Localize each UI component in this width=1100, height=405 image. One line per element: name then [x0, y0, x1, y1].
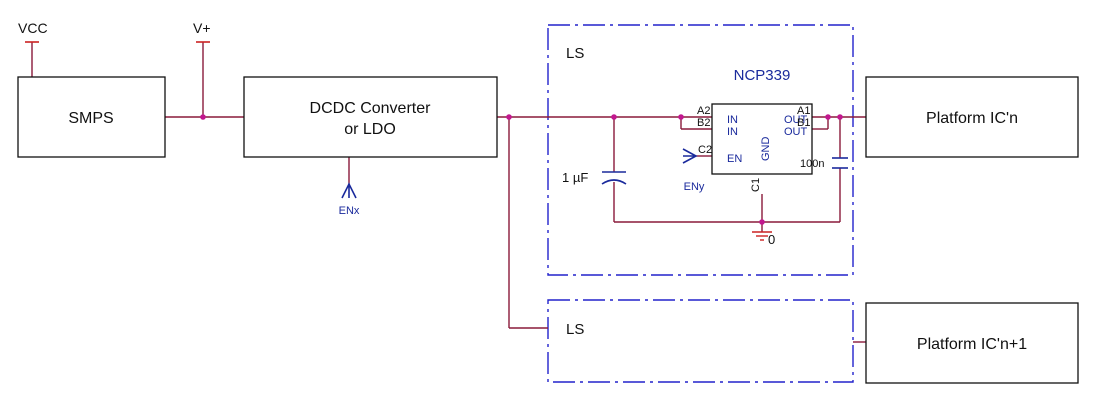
ground-icon — [752, 231, 772, 241]
pin-a2-label: A2 — [697, 105, 710, 117]
ls-label-bottom: LS — [566, 321, 584, 338]
dcdc-label-line2: or LDO — [344, 121, 396, 138]
pin-a1-label: A1 — [797, 105, 810, 117]
chip-name-label: NCP339 — [734, 67, 791, 84]
pin-in2-label: IN — [727, 126, 738, 138]
smps-label: SMPS — [68, 110, 113, 127]
pin-b1-label: B1 — [797, 117, 810, 129]
ncp339-chip — [711, 103, 813, 175]
eny-label: ENy — [684, 181, 705, 193]
platform-n-label: Platform IC'n — [926, 110, 1018, 127]
input-capacitor-symbol — [601, 171, 627, 185]
enx-arrow-icon — [341, 182, 357, 199]
enx-label: ENx — [339, 205, 360, 217]
pin-en-label: EN — [727, 153, 742, 165]
pin-in1-label: IN — [727, 114, 738, 126]
pin-out1-label: OUT — [784, 114, 808, 126]
pin-gnd-label: GND — [760, 137, 772, 162]
ls-label-top: LS — [566, 45, 584, 62]
pin-c2-label: C2 — [698, 144, 712, 156]
cap-out-label: 100n — [800, 158, 824, 170]
platform-n1-label: Platform IC'n+1 — [917, 336, 1027, 353]
output-capacitor-symbol — [832, 157, 848, 169]
load-switch-box-top — [547, 24, 854, 276]
wires — [31, 42, 866, 343]
vcc-label: VCC — [18, 20, 48, 36]
smps-block — [17, 76, 166, 158]
eny-arrow-icon — [682, 148, 698, 164]
pin-out2-label: OUT — [784, 126, 808, 138]
platform-n-block — [865, 76, 1079, 158]
pin-b2-label: B2 — [697, 117, 710, 129]
vplus-label: V+ — [193, 20, 211, 36]
junction-nodes — [200, 114, 843, 225]
pin-c1-label: C1 — [750, 178, 762, 192]
load-switch-box-bottom — [547, 299, 854, 383]
dcdc-block — [243, 76, 498, 158]
platform-n1-block — [865, 302, 1079, 384]
cap-in-label: 1 µF — [562, 170, 588, 185]
dcdc-label-line1: DCDC Converter — [310, 100, 432, 117]
ground-label: 0 — [768, 232, 775, 247]
